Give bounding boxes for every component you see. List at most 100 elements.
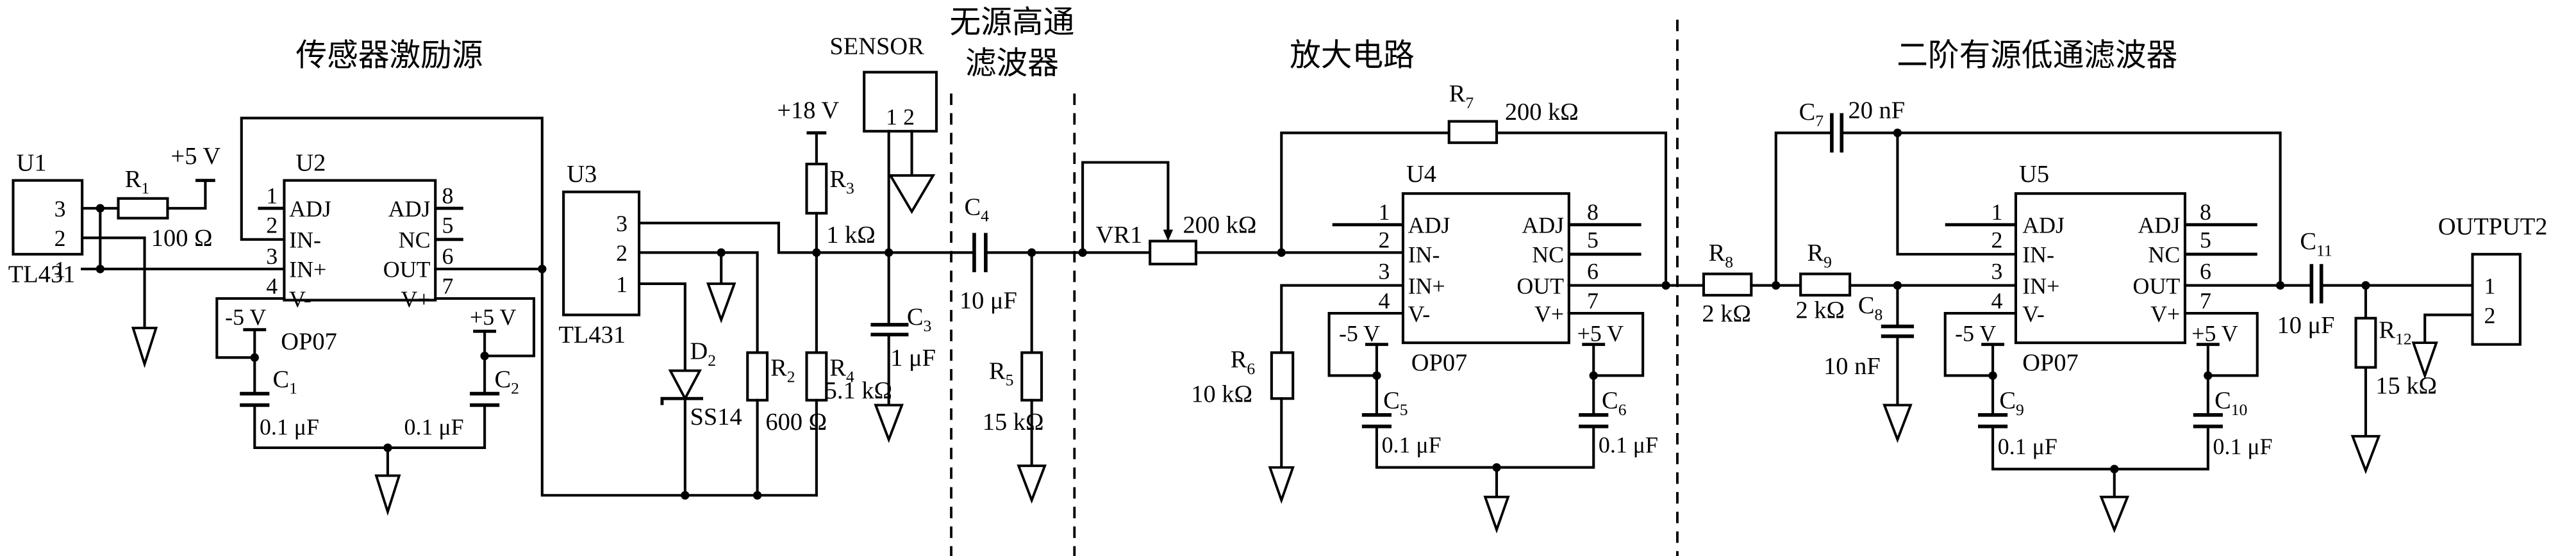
c11-label: C11: [2300, 228, 2332, 259]
r9-label: R9: [1807, 240, 1831, 271]
c6-value: 0.1 μF: [1599, 432, 1658, 458]
r4-value: 5.1 kΩ: [825, 377, 892, 404]
c2-label: C2: [495, 366, 519, 397]
wire: [1567, 312, 1645, 377]
r4-label: R4: [829, 354, 854, 386]
supply-label-p5v: +5 V: [1577, 321, 1624, 347]
r7-label: R7: [1449, 81, 1474, 112]
ground-icon: [2411, 341, 2438, 380]
pin-name: OUT: [383, 257, 431, 282]
u5-ref: U5: [2019, 161, 2049, 188]
r1-label: R1: [125, 166, 149, 197]
pin-name: V+: [2150, 301, 2180, 327]
pin-number: 2: [2484, 302, 2495, 328]
pin-name: IN-: [2022, 242, 2054, 268]
c5-value: 0.1 μF: [1382, 432, 1442, 458]
pin-number: 4: [1991, 288, 2003, 313]
pin-number: 2: [54, 225, 66, 251]
pin-name: OUT: [1517, 273, 1564, 298]
wire: [1375, 425, 1595, 469]
wiper-arrow-icon: [1163, 229, 1174, 241]
vr1-label: VR1: [1096, 222, 1143, 249]
ground-icon: [374, 474, 401, 516]
wire: [253, 404, 486, 450]
u1-ref: U1: [17, 149, 47, 176]
u5-part: OP07: [2022, 350, 2079, 377]
u5-op07: U5 OP07 ADJ IN- IN+ V- ADJ NC OUT V+ 1 2…: [1991, 161, 2211, 376]
pin-number: 3: [616, 211, 627, 236]
junction-dot: [2204, 371, 2213, 380]
section-title-amplifier: 放大电路: [1290, 38, 1415, 72]
pin-name: ADJ: [388, 196, 431, 222]
wire: [240, 117, 544, 270]
u2-ref: U2: [295, 149, 326, 176]
pin-name: OUT: [2133, 273, 2181, 298]
c9-label: C9: [1999, 388, 2023, 419]
d2-label: D2: [690, 338, 717, 370]
pin-name: IN-: [1408, 242, 1440, 268]
c7-label: C7: [1799, 99, 1824, 130]
resistor-r5: [1020, 351, 1043, 402]
pin-number: 2: [1991, 227, 2003, 253]
pin-name: ADJ: [289, 196, 331, 222]
supply-label-p5v: +5 V: [470, 304, 517, 330]
supply-label-n5v: -5 V: [1339, 321, 1380, 347]
c7-value: 20 nF: [1849, 97, 1906, 124]
pin-number: 5: [1587, 227, 1599, 253]
pin-number: 2: [1378, 227, 1390, 253]
resistor-r4: [805, 351, 828, 402]
r12-value: 15 kΩ: [2375, 373, 2437, 400]
u3-ref: U3: [567, 161, 597, 188]
wire: [1896, 131, 2018, 256]
u4-part: OP07: [1411, 350, 1468, 377]
c2-value: 0.1 μF: [404, 414, 464, 440]
resistor-r6: [1270, 351, 1295, 400]
supply-label-p5v: +5 V: [2191, 321, 2238, 347]
ground-icon: [2350, 435, 2381, 475]
c8-label: C8: [1858, 292, 1882, 323]
ground-icon: [1882, 404, 1913, 443]
section-title-highpass-line2: 滤波器: [965, 46, 1059, 81]
r7-value: 200 kΩ: [1505, 99, 1579, 126]
pin-number: 1: [1991, 199, 2003, 225]
pin-name: IN+: [2022, 273, 2059, 298]
pin-number: 8: [2200, 199, 2211, 225]
supply-label-n5v: -5 V: [225, 304, 266, 330]
u1-tl431: U1 TL431 3 2 1: [8, 149, 84, 288]
supply-label-n5v: -5 V: [1955, 321, 1996, 347]
section-title-lowpass: 二阶有源低通滤波器: [1897, 38, 2177, 72]
pin-number: 6: [442, 243, 453, 269]
pin-name: ADJ: [1522, 213, 1564, 238]
resistor-r7: [1447, 120, 1499, 144]
wire: [1840, 131, 2282, 287]
wire: [1280, 131, 1450, 254]
ground-icon: [1483, 495, 1510, 534]
r8-label: R8: [1709, 240, 1733, 271]
u2-part: OP07: [281, 328, 337, 355]
c1-label: C1: [272, 366, 297, 397]
output2-connector[interactable]: [2471, 252, 2522, 346]
c10-label: C10: [2215, 388, 2247, 419]
c8-value: 10 nF: [1824, 353, 1881, 380]
r6-label: R6: [1231, 347, 1256, 378]
pin-name: V-: [1408, 301, 1431, 327]
resistor-r8: [1702, 272, 1753, 297]
junction-dot: [681, 491, 690, 500]
ground-icon: [131, 327, 158, 368]
wire: [1081, 161, 1170, 254]
junction-dot: [1661, 281, 1670, 290]
diode-d2-bar: [660, 397, 704, 405]
c11-value: 10 μF: [2277, 312, 2335, 339]
u3-part: TL431: [558, 322, 626, 348]
junction-dot: [884, 248, 893, 257]
c6-label: C6: [1602, 388, 1627, 419]
c4-label: C4: [965, 193, 990, 225]
junction-dot: [1589, 371, 1598, 380]
pin-name: V+: [401, 286, 430, 312]
c4-value: 10 μF: [960, 287, 1017, 314]
resistor-r12: [2354, 316, 2377, 369]
potentiometer-vr1[interactable]: [1149, 240, 1198, 266]
wire: [2423, 313, 2474, 345]
wire: [1280, 284, 1404, 354]
pin-number: 5: [2200, 227, 2211, 253]
